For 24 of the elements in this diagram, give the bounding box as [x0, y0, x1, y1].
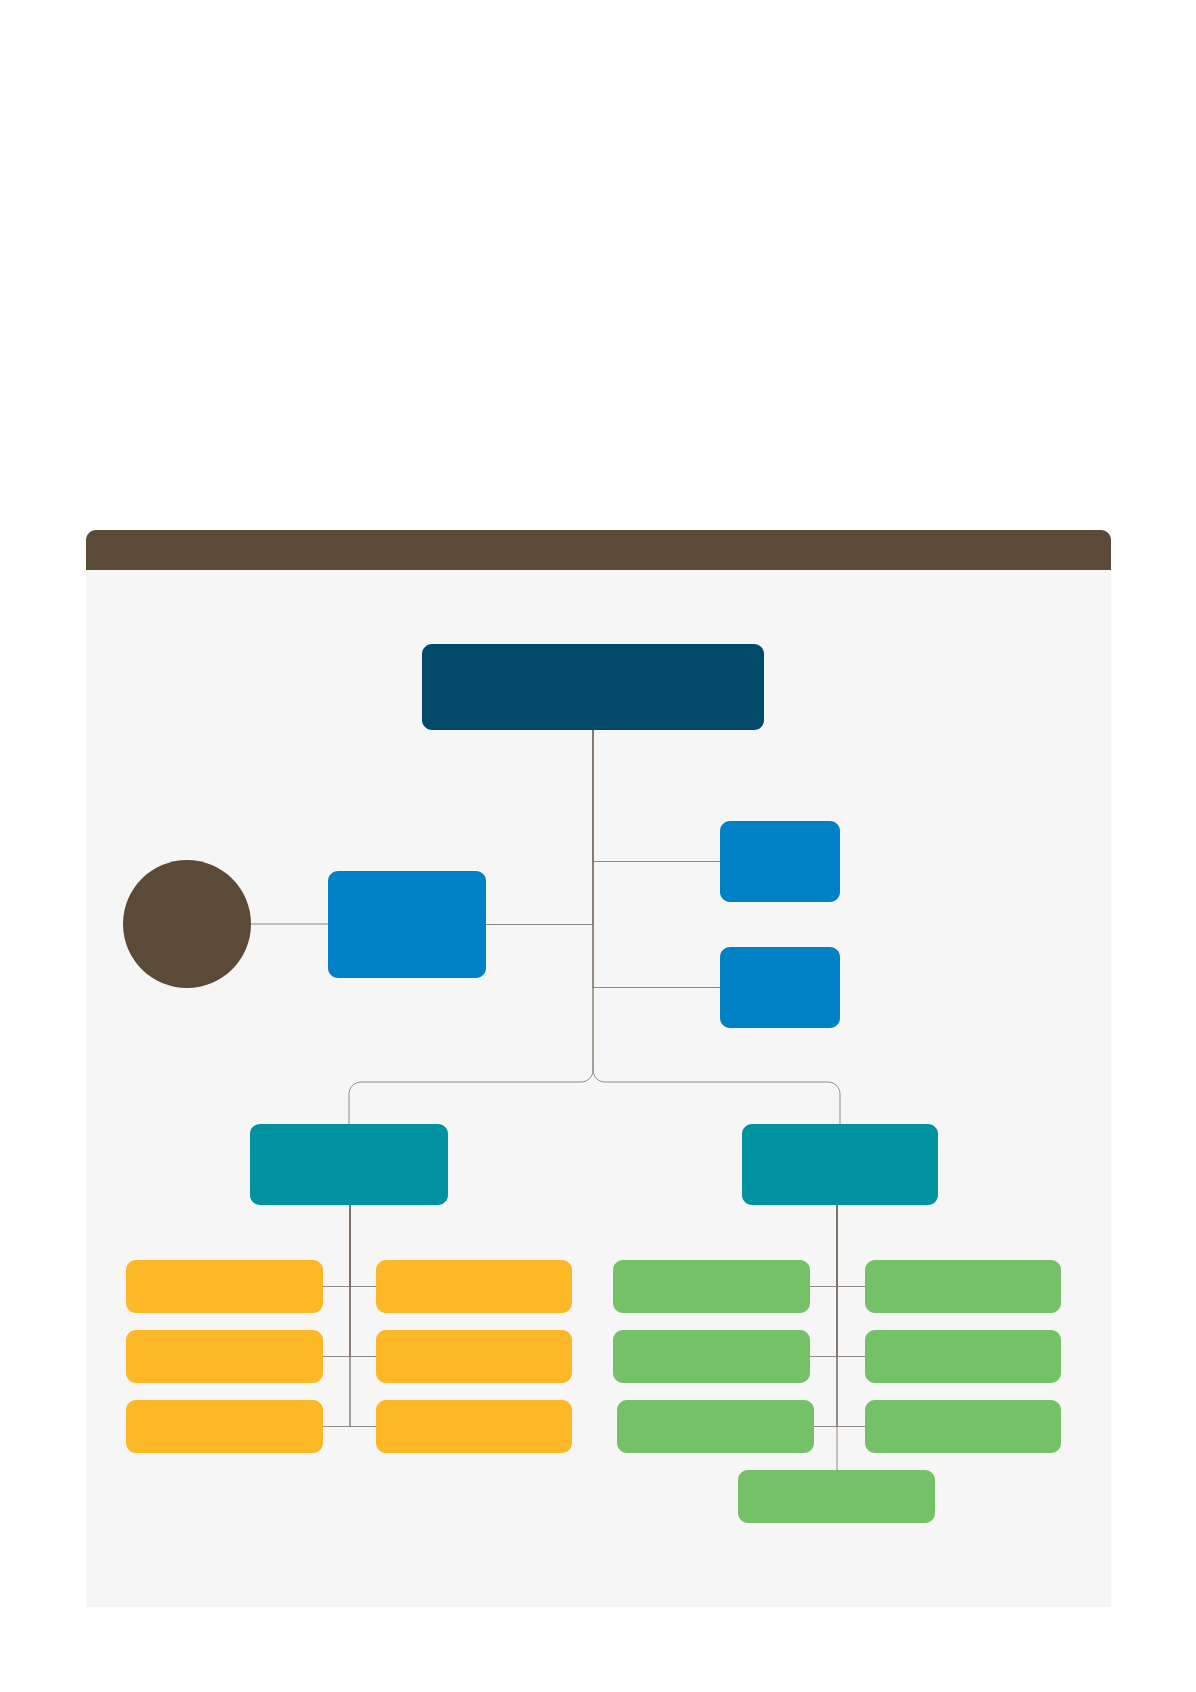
org-box: [613, 1330, 810, 1383]
circle-shape: [123, 860, 251, 988]
org-box: [720, 947, 840, 1028]
org-box: [328, 871, 486, 978]
org-box: [250, 1124, 448, 1205]
org-box: [422, 644, 764, 730]
org-box: [126, 1260, 323, 1313]
connector-line: [250, 923, 329, 925]
org-box: [126, 1330, 323, 1383]
org-box: [720, 821, 840, 902]
org-box: [738, 1470, 935, 1523]
org-box: [865, 1400, 1061, 1453]
org-box: [742, 1124, 938, 1205]
org-box: [617, 1400, 814, 1453]
connector-line: [836, 1204, 838, 1471]
connector-line: [592, 729, 841, 1125]
org-box: [376, 1260, 572, 1313]
org-box: [126, 1400, 323, 1453]
org-box: [865, 1260, 1061, 1313]
org-box: [376, 1400, 572, 1453]
org-box: [376, 1330, 572, 1383]
org-box: [613, 1260, 810, 1313]
org-box: [865, 1330, 1061, 1383]
connector-line: [349, 1204, 377, 1427]
